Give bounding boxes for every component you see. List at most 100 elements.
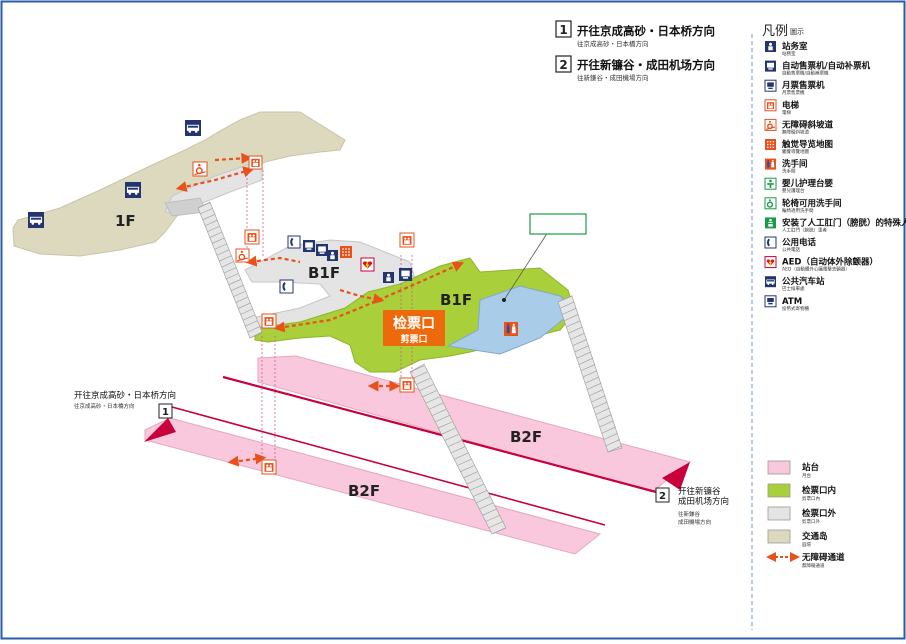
legend-item-sub: AED（自動體外心臟電擊去顫器） xyxy=(782,266,850,273)
legend-area-label: 检票口外 xyxy=(802,508,837,519)
floor-label-b1f-right: B1F xyxy=(440,291,472,309)
legend-area-sub: 月台 xyxy=(802,472,811,479)
dir2-num-box xyxy=(555,55,572,73)
elevator-icon xyxy=(764,99,777,112)
legend-item-label: 轮椅可用洗手间 xyxy=(782,198,842,209)
ticket-machine-icon xyxy=(303,240,315,252)
phone-icon xyxy=(287,235,301,249)
legend-area-swatch xyxy=(767,506,791,521)
dir2-map-sub: 往新鎌谷 xyxy=(678,510,701,518)
dir2-num: 2 xyxy=(559,58,567,72)
facility-callout-box xyxy=(529,213,587,235)
legend-item-sub: 輪椅適用洗手間 xyxy=(782,207,814,214)
dir1-num-box xyxy=(555,20,572,38)
legend-item-sub: 站務室 xyxy=(782,50,796,57)
bus-icon xyxy=(185,120,201,136)
station-office-icon xyxy=(765,41,776,52)
stair-hatches xyxy=(197,202,623,535)
elevator-icon xyxy=(399,232,415,248)
legend-item-label: 月票售票机 xyxy=(781,80,825,91)
station-office-icon xyxy=(383,272,394,283)
legend-title: 凡例 xyxy=(762,24,788,39)
ticket-machine-icon xyxy=(765,60,776,72)
station-office-icon xyxy=(327,250,338,261)
baby-care-icon xyxy=(764,177,777,190)
legend-item-sub: 無障礙斜坡道 xyxy=(782,128,809,135)
gate-label-main: 检票口 xyxy=(393,315,435,332)
legend-area-sub: 剪票口外 xyxy=(802,518,820,525)
phone-icon xyxy=(764,236,777,249)
legend-item-label: 公共汽车站 xyxy=(782,276,825,287)
legend-items: 站务室站務室自动售票机/自动补票机自動售票機/自動補票機月票售票机月票售票機电梯… xyxy=(764,41,906,312)
dir2-map-label: 开往新镰谷 xyxy=(678,486,721,497)
gate-label-box xyxy=(383,310,445,346)
ramp-icon xyxy=(192,161,208,177)
legend-area-label: 站台 xyxy=(802,462,820,473)
floor-label-b2f-upper: B2F xyxy=(510,428,542,446)
atm-icon xyxy=(764,295,777,308)
legend-area-swatch xyxy=(767,529,791,544)
track-2-arrow xyxy=(662,462,690,490)
legend-item-label: 站务室 xyxy=(782,41,808,52)
legend-item-sub: 嬰兒護理台 xyxy=(782,187,805,194)
facility-callout-line xyxy=(503,231,549,301)
floor-label-1f: 1F xyxy=(115,212,136,230)
legend-item-label: 安装了人工肛门（膀胱）的特殊人厕 xyxy=(782,217,906,228)
dir1-header-sub: 往京成高砂・日本橋方向 xyxy=(577,39,649,48)
legend-area-label: 检票口内 xyxy=(802,485,836,496)
ostomate-icon xyxy=(765,217,776,229)
ramp-icon xyxy=(235,248,250,263)
legend-item-sub: 公共電話 xyxy=(782,246,800,253)
dir2-header-sub: 往新鎌谷・成田機場方向 xyxy=(577,73,649,82)
elevator-icon xyxy=(261,459,277,475)
tactile-map-icon xyxy=(340,246,352,258)
ticket-machine-icon xyxy=(399,268,412,281)
legend-area-sub: 圓環 xyxy=(802,542,811,548)
legend-area-swatch xyxy=(767,460,791,475)
legend-path-sub: 無障礙通道 xyxy=(802,562,825,569)
wheelchair-toilet-icon xyxy=(764,197,777,210)
legend-item-label: 洗手间 xyxy=(782,159,808,170)
dir1-num: 1 xyxy=(559,23,567,37)
ramp-icon xyxy=(764,118,777,131)
bus-icon xyxy=(125,182,141,198)
legend-item-sub: 投幣式寄物櫃 xyxy=(782,305,809,312)
elevator-icon xyxy=(399,377,415,393)
legend-item-label: ATM xyxy=(782,297,802,307)
legend-item-sub: 巴士候車處 xyxy=(782,285,805,292)
direction-header: 1 开往京成高砂・日本桥方向 往京成高砂・日本橋方向 2 开往新镰谷・成田机场方… xyxy=(555,20,715,82)
restroom-area xyxy=(446,285,576,355)
legend-title-sub: 圖示 xyxy=(790,28,804,36)
bus-icon xyxy=(765,276,776,288)
legend: 凡例 圖示 站务室站務室自动售票机/自动补票机自動售票機/自動補票機月票售票机月… xyxy=(762,24,906,569)
legend-area-swatch xyxy=(767,483,791,498)
dir2-map-sub-2: 成田機場方向 xyxy=(678,518,711,526)
legend-item-sub: 洗手間 xyxy=(782,168,796,175)
dir1-map-num: 1 xyxy=(162,407,169,418)
elevator-icon xyxy=(248,155,263,170)
dir1-map-sub: 往京成高砂・日本橋方向 xyxy=(74,402,135,410)
track-1-arrow xyxy=(144,418,176,442)
dir2-map-num: 2 xyxy=(659,491,666,502)
dir2-map-num-box xyxy=(655,487,670,503)
dir2-map-label-2: 成田机场方向 xyxy=(678,496,729,507)
elevator-icon xyxy=(261,313,277,329)
floor-label-b1f-left: B1F xyxy=(308,264,340,282)
legend-item-label: 触觉导览地图 xyxy=(781,139,833,150)
ticket-machine-icon xyxy=(316,244,328,256)
legend-item-label: 公用电话 xyxy=(782,237,817,248)
legend-item-label: 自动售票机/自动补票机 xyxy=(782,61,871,72)
legend-item-label: 婴儿护理台婴 xyxy=(782,178,834,189)
restroom-icon xyxy=(765,158,776,170)
legend-item-sub: 月票售票機 xyxy=(782,89,805,96)
dir1-map-num-box xyxy=(158,403,173,419)
restroom-icon xyxy=(504,322,518,336)
aed-icon xyxy=(360,257,375,272)
dir1-header-main: 开往京成高砂・日本桥方向 xyxy=(577,24,715,38)
legend-item-sub: 電梯 xyxy=(782,109,791,116)
legend-item-sub: 自動售票機/自動補票機 xyxy=(782,70,829,77)
